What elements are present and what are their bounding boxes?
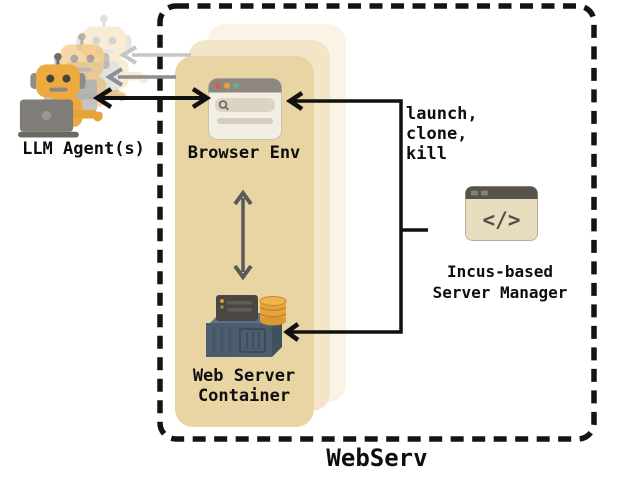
manager-commands-label: launch, clone, kill <box>406 104 526 164</box>
command-clone: clone, <box>406 124 468 144</box>
page-content-line <box>217 118 273 124</box>
command-kill: kill <box>406 144 447 164</box>
code-glyph: </> <box>483 208 521 232</box>
browser-window-icon <box>208 78 282 140</box>
incus-server-manager-icon: </> <box>465 186 538 241</box>
web-server-container-icon <box>206 295 287 357</box>
maximize-dot-icon <box>233 82 239 89</box>
server-box <box>216 295 258 321</box>
web-server-label-line1: Web Server <box>192 366 296 386</box>
incus-label-line1: Incus-based <box>447 262 553 281</box>
close-dot-icon <box>215 82 221 89</box>
minimize-dot-icon <box>224 82 230 89</box>
command-launch: launch, <box>406 104 478 124</box>
incus-manager-label: Incus-based Server Manager <box>419 261 581 303</box>
llm-agents-robot-icon <box>18 14 149 138</box>
address-bar <box>215 98 275 112</box>
incus-label-line2: Server Manager <box>432 283 568 302</box>
llm-agents-label: LLM Agent(s) <box>22 139 145 159</box>
database-stack-icon <box>259 296 287 326</box>
web-server-label-line2: Container <box>197 386 291 406</box>
browser-env-label: Browser Env <box>187 143 301 163</box>
webserv-title: WebServ <box>326 444 428 472</box>
